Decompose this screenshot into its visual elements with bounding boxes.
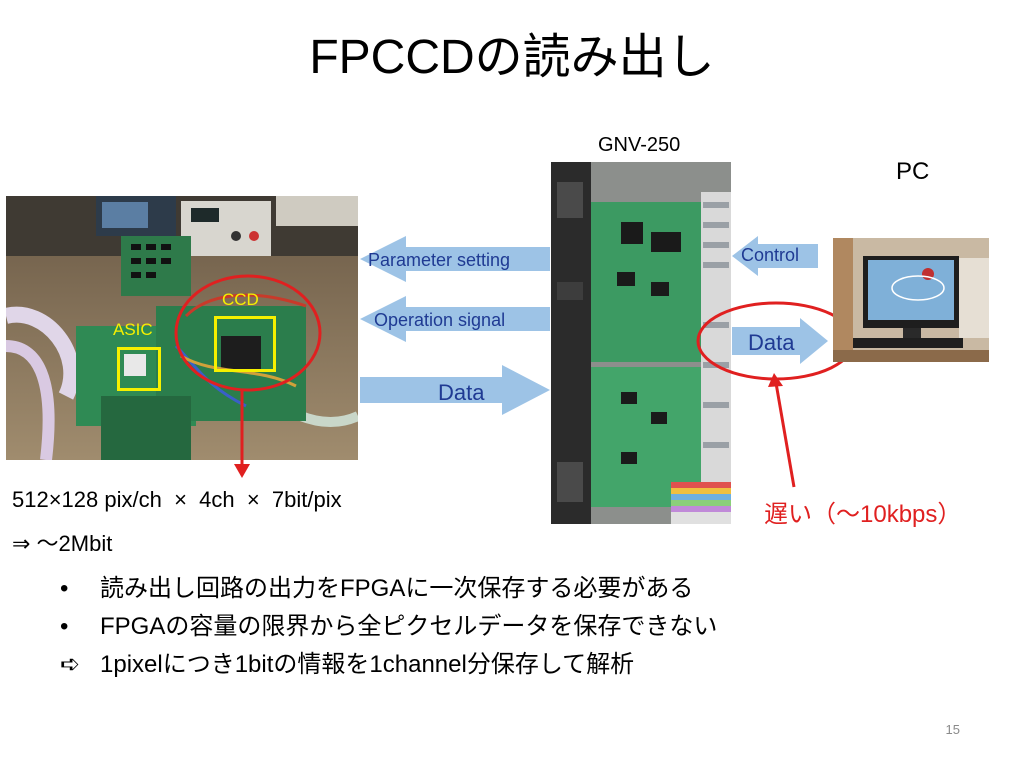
calc-line-1: 512×128 pix/ch × 4ch × 7bit/pix bbox=[12, 487, 342, 512]
ccd-board-photo bbox=[6, 196, 358, 460]
arrow-bullet-mark: ➪ bbox=[60, 651, 81, 678]
operation-arrow-label: Operation signal bbox=[374, 310, 506, 330]
list-item: • FPGAの容量の限界から全ピクセルデータを保存できない bbox=[60, 608, 717, 646]
ccd-label: CCD bbox=[222, 290, 259, 309]
bullet-text: 読み出し回路の出力をFPGAに一次保存する必要がある bbox=[100, 575, 694, 602]
list-item: ➪ 1pixelにつき1bitの情報を1channel分保存して解析 bbox=[60, 646, 717, 684]
operation-arrow-shape bbox=[360, 296, 550, 342]
gnv250-photo bbox=[551, 162, 731, 524]
calc-line-2: ⇒ 〜2Mbit bbox=[12, 531, 113, 556]
bullet-text: 1pixelにつき1bitの情報を1channel分保存して解析 bbox=[100, 651, 635, 678]
bullet-mark: • bbox=[60, 613, 69, 640]
ccd-red-ellipse bbox=[174, 274, 322, 478]
asic-label: ASIC bbox=[113, 320, 153, 339]
control-arrow-shape bbox=[732, 236, 818, 276]
param-arrow-shape bbox=[360, 236, 550, 282]
control-arrow-label: Control bbox=[741, 245, 800, 265]
data-arrow-right-label: Data bbox=[748, 330, 795, 355]
list-item: • 読み出し回路の出力をFPGAに一次保存する必要がある bbox=[60, 570, 717, 608]
bullet-list: • 読み出し回路の出力をFPGAに一次保存する必要がある • FPGAの容量の限… bbox=[60, 570, 717, 684]
pc-label: PC bbox=[896, 158, 930, 185]
pc-photo bbox=[833, 238, 989, 362]
data-arrow-right-shape bbox=[732, 318, 828, 364]
page-number: 15 bbox=[945, 722, 960, 737]
slow-note: 遅い（〜10kbps） bbox=[764, 501, 962, 528]
bullet-text: FPGAの容量の限界から全ピクセルデータを保存できない bbox=[100, 613, 718, 640]
bullet-mark: • bbox=[60, 575, 69, 602]
asic-highlight-box bbox=[117, 347, 161, 391]
page-title: FPCCDの読み出し bbox=[309, 31, 715, 84]
param-arrow-label: Parameter setting bbox=[368, 250, 511, 270]
gnv-label: GNV-250 bbox=[598, 134, 681, 156]
ccd-highlight-box bbox=[214, 316, 276, 372]
data-arrow-left-label: Data bbox=[438, 380, 485, 405]
data-arrow-left-shape bbox=[360, 365, 550, 415]
